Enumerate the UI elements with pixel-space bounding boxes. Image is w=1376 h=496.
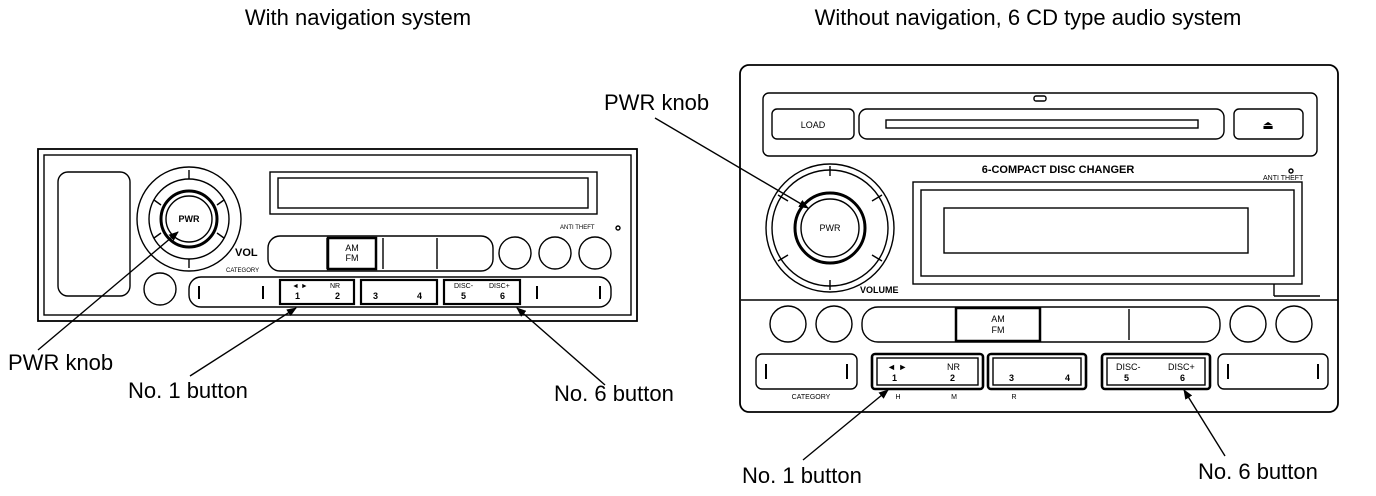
left-preset-2-number: 2 <box>335 291 340 301</box>
right-round-button-2[interactable] <box>815 305 853 343</box>
left-anti-theft-label: ANTI THEFT <box>560 225 595 231</box>
right-no6-leader <box>1183 389 1226 457</box>
right-callout-pwr: PWR knob <box>604 90 709 115</box>
right-eject-button[interactable]: ⏏ <box>1233 108 1304 140</box>
left-radio-unit: PWR VOL CATEGORY AM FM ANTI THEFT <box>37 148 638 322</box>
right-preset-3-4[interactable]: 3 4 <box>986 352 1088 391</box>
heading-right: Without navigation, 6 CD type audio syst… <box>815 5 1242 30</box>
left-upper-button-bar: AM FM <box>267 235 494 272</box>
right-preset-2-number: 2 <box>950 373 955 383</box>
right-preset-2-top: NR <box>947 362 960 372</box>
left-preset-3-4[interactable]: 3 4 <box>359 278 439 306</box>
right-preset-row: CATEGORY ◄ ► 1 NR 2 H M 3 4 R DISC- <box>755 352 1329 401</box>
left-preset-3-number: 3 <box>373 291 378 301</box>
right-load-label: LOAD <box>801 120 826 130</box>
right-display-panel <box>912 181 1320 297</box>
right-pwr-label: PWR <box>820 223 841 233</box>
left-callout-no1: No. 1 button <box>128 378 248 403</box>
left-preset-bar: ◄ ► 1 NR 2 3 4 DISC- 5 DISC+ 6 <box>188 276 612 308</box>
right-preset-1-2[interactable]: ◄ ► 1 NR 2 <box>870 352 985 391</box>
left-round-button-3[interactable] <box>578 236 612 270</box>
left-preset-1-2[interactable]: ◄ ► 1 NR 2 <box>278 278 356 306</box>
left-round-button-1[interactable] <box>498 236 532 270</box>
right-upper-button-bar: AM FM <box>861 306 1221 343</box>
right-cd-slot-frame <box>858 108 1225 140</box>
right-pwr-knob[interactable]: PWR <box>765 163 895 293</box>
right-cd-panel <box>762 92 1318 157</box>
left-am-fm-button[interactable]: AM FM <box>326 236 378 271</box>
right-anti-theft-label: ANTI THEFT <box>1263 175 1304 182</box>
left-preset-6-number: 6 <box>500 291 505 301</box>
left-blank-panel <box>57 171 131 297</box>
right-category-label: CATEGORY <box>792 394 831 401</box>
left-category-label: CATEGORY <box>226 268 259 274</box>
right-preset-1-under: H <box>895 394 900 401</box>
left-preset-4-number: 4 <box>417 291 422 301</box>
right-load-button[interactable]: LOAD <box>771 108 855 140</box>
right-category-button[interactable] <box>755 353 858 390</box>
left-preset-2-top: NR <box>330 283 340 290</box>
left-preset-5-number: 5 <box>461 291 466 301</box>
left-preset-5-top: DISC- <box>454 283 474 290</box>
right-am-label: AM <box>991 314 1005 324</box>
left-round-button-2[interactable] <box>538 236 572 270</box>
right-display <box>943 207 1249 254</box>
left-preset-5-6[interactable]: DISC- 5 DISC+ 6 <box>442 278 522 306</box>
right-preset-6-top: DISC+ <box>1168 362 1195 372</box>
heading-left: With navigation system <box>245 5 471 30</box>
right-callout-no1: No. 1 button <box>742 463 862 488</box>
right-preset-2-under: M <box>951 394 957 401</box>
right-preset-5-top: DISC- <box>1116 362 1141 372</box>
right-volume-label: VOLUME <box>860 285 899 295</box>
right-preset-1-number: 1 <box>892 373 897 383</box>
left-callout-no6: No. 6 button <box>554 381 674 406</box>
left-no1-leader <box>189 307 297 377</box>
left-preset-6-top: DISC+ <box>489 283 510 290</box>
right-fm-label: FM <box>992 325 1005 335</box>
left-callout-pwr: PWR knob <box>8 350 113 375</box>
right-preset-blank[interactable] <box>1217 353 1329 390</box>
left-display <box>269 171 598 215</box>
right-round-button-3[interactable] <box>1229 305 1267 343</box>
left-pwr-knob[interactable]: PWR <box>136 166 242 272</box>
right-preset-4-number: 4 <box>1065 373 1070 383</box>
left-preset-1-number: 1 <box>295 291 300 301</box>
left-pwr-label: PWR <box>179 214 200 224</box>
right-preset-3-under: R <box>1011 394 1016 401</box>
right-am-fm-button[interactable]: AM FM <box>954 306 1042 343</box>
right-radio-unit: LOAD ⏏ 6-COMPACT DISC CHANGER ANTI THEFT <box>739 64 1339 413</box>
right-round-button-4[interactable] <box>1275 305 1313 343</box>
left-fm-label: FM <box>346 253 359 263</box>
right-preset-6-number: 6 <box>1180 373 1185 383</box>
left-preset-1-top: ◄ ► <box>292 283 308 290</box>
left-am-label: AM <box>345 243 359 253</box>
left-vol-label: VOL <box>235 247 258 259</box>
right-preset-5-6[interactable]: DISC- 5 DISC+ 6 <box>1100 352 1212 391</box>
eject-icon: ⏏ <box>1262 118 1273 132</box>
left-small-round-button[interactable] <box>143 272 177 306</box>
right-title: 6-COMPACT DISC CHANGER <box>982 164 1135 176</box>
right-cd-slot <box>885 119 1199 129</box>
right-no1-leader <box>802 389 889 461</box>
right-preset-3-number: 3 <box>1009 373 1014 383</box>
left-pwr-leader <box>37 231 179 351</box>
right-callout-no6: No. 6 button <box>1198 459 1318 484</box>
right-round-button-1[interactable] <box>769 305 807 343</box>
right-preset-1-top: ◄ ► <box>887 362 907 372</box>
right-preset-5-number: 5 <box>1124 373 1129 383</box>
right-pwr-leader <box>654 117 809 209</box>
left-no6-leader <box>516 307 606 386</box>
